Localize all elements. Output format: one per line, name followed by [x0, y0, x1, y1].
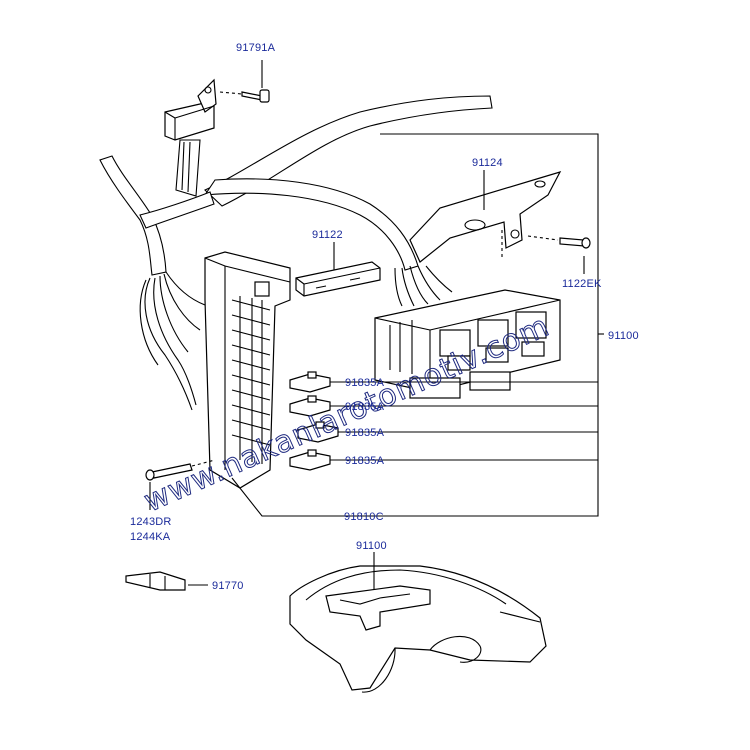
label-91810c: 91810C: [344, 511, 384, 523]
bracket-91124: [409, 170, 562, 263]
fuse-junction-box: [204, 251, 291, 489]
screw-1243dr: [145, 459, 216, 510]
label-1244ka: 1244KA: [130, 531, 171, 543]
leader-lines: [231, 133, 604, 517]
bracket-91791a: [164, 78, 217, 141]
label-91124: 91124: [472, 157, 503, 169]
fuse-puller-91770: [125, 571, 208, 591]
relay-connector-block: [374, 289, 561, 399]
car-locator: [289, 552, 547, 693]
bolt-1122ek: [501, 230, 591, 260]
label-91100: 91100: [608, 330, 639, 342]
label-91100-car: 91100: [356, 540, 387, 552]
label-91770: 91770: [212, 580, 244, 592]
label-91122: 91122: [312, 229, 343, 241]
fuse-91835a-4: [289, 449, 331, 471]
label-91835a-1: 91835A: [345, 377, 385, 389]
bolt-91791a: [219, 60, 270, 103]
label-91835a-4: 91835A: [345, 455, 385, 467]
label-1243dr: 1243DR: [130, 516, 172, 528]
label-1122ek: 1122EK: [562, 278, 602, 290]
fuse-91835a-3: [297, 421, 339, 443]
label-91791a: 91791A: [236, 42, 276, 54]
label-91835a-2: 91835A: [345, 401, 385, 413]
cover-91122: [295, 242, 381, 297]
wiring-harness: [99, 95, 493, 411]
fuse-91835a-2: [289, 395, 331, 417]
watermark-text: www.nakanlarotomotiv.com: [139, 309, 555, 520]
fuse-91835a-1: [289, 371, 331, 393]
label-91835a-3: 91835A: [345, 427, 385, 439]
